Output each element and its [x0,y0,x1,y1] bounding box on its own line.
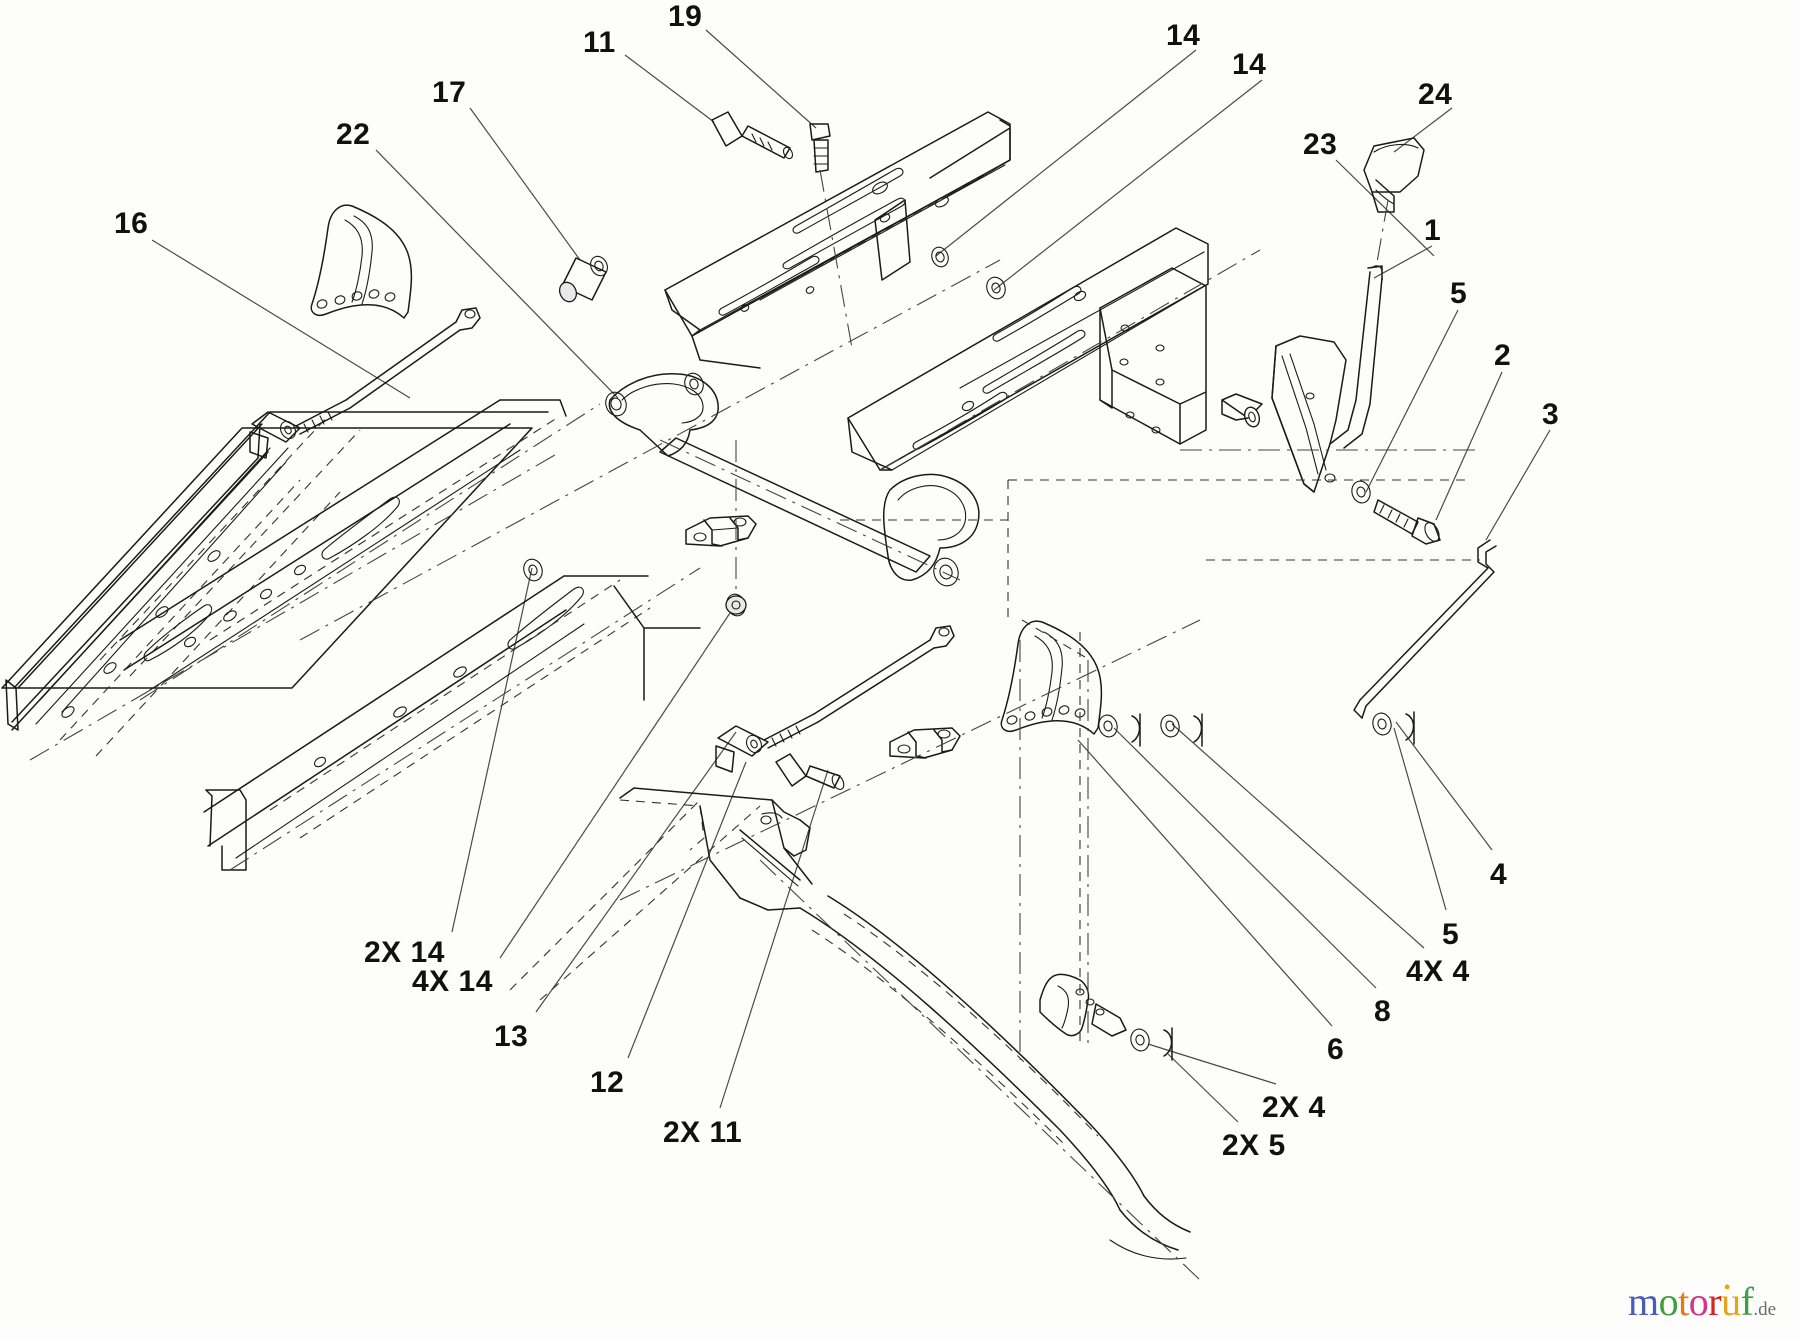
leader-lines [151,29,1551,1123]
bottom-washer-pin-group [1019,640,1173,1061]
logo-accent-dot-icon: • [1723,1277,1731,1299]
upper-left-frame-rail [119,399,601,701]
lower-middle-frame-rail [203,567,701,871]
callout-23: 23 [1303,128,1338,161]
logo-letter-m: m [1628,1279,1659,1324]
callout-24: 24 [1418,78,1453,111]
callout-14-a: 14 [1166,19,1201,52]
callout-22: 22 [336,118,371,151]
part-19-bolt [809,123,853,349]
callout-1: 1 [1424,214,1442,247]
part-12-rod-assembly [715,625,955,790]
part-13-clamp-lower [889,727,961,759]
logo-letter-o2: o [1688,1279,1709,1324]
part-16-slotted-bracket [310,204,413,319]
part-3-rod [1206,539,1497,719]
right-upper-frame-rail [847,227,1261,471]
part-4-8-washers-pins [1098,711,1415,747]
callout-5-a: 5 [1450,277,1468,310]
callout-2: 2 [1494,339,1512,372]
callout-2x11: 2X 11 [663,1116,743,1149]
logo-letter-o1: o [1658,1279,1679,1324]
callout-17: 17 [432,76,467,109]
callout-2x5: 2X 5 [1222,1129,1286,1162]
part-11-bolt [711,111,794,160]
part-17-roll-pin [558,255,608,303]
logo-letter-t: t [1678,1279,1689,1324]
callout-3: 3 [1542,398,1560,431]
callout-11: 11 [583,26,616,59]
callout-13: 13 [494,1020,529,1053]
callout-4x14: 4X 14 [412,965,493,998]
callout-8: 8 [1374,995,1392,1028]
callout-16: 16 [114,207,149,240]
logo-suffix: .de [1753,1299,1777,1320]
callout-19: 19 [668,0,703,33]
center-lift-arm [605,372,980,587]
part-13-clamp-upper [685,440,757,615]
callout-5-b: 5 [1442,918,1460,951]
construction-lines [299,259,1470,1046]
logo-letter-f: f [1740,1279,1754,1324]
callout-14-b: 14 [1232,48,1267,81]
callout-4x4: 4X 4 [1406,955,1470,988]
logo-letter-r: r [1708,1279,1722,1324]
callout-6: 6 [1327,1033,1345,1066]
callout-2x14: 2X 14 [364,936,445,969]
left-frame-rail [1,411,561,761]
callout-12: 12 [590,1066,625,1099]
lever-assembly [1180,137,1480,545]
part-6-slotted-bracket [1000,620,1103,735]
callout-2x4: 2X 4 [1262,1091,1326,1124]
part-22-rod-assembly [249,307,481,459]
logo-letter-u: u [1721,1279,1741,1324]
motoruf-watermark-logo: motoruf.de • [1628,1278,1777,1324]
center-upper-frame-rail [664,111,1011,369]
lower-chassis-deck [619,787,1201,1281]
callout-4-a: 4 [1490,858,1508,891]
